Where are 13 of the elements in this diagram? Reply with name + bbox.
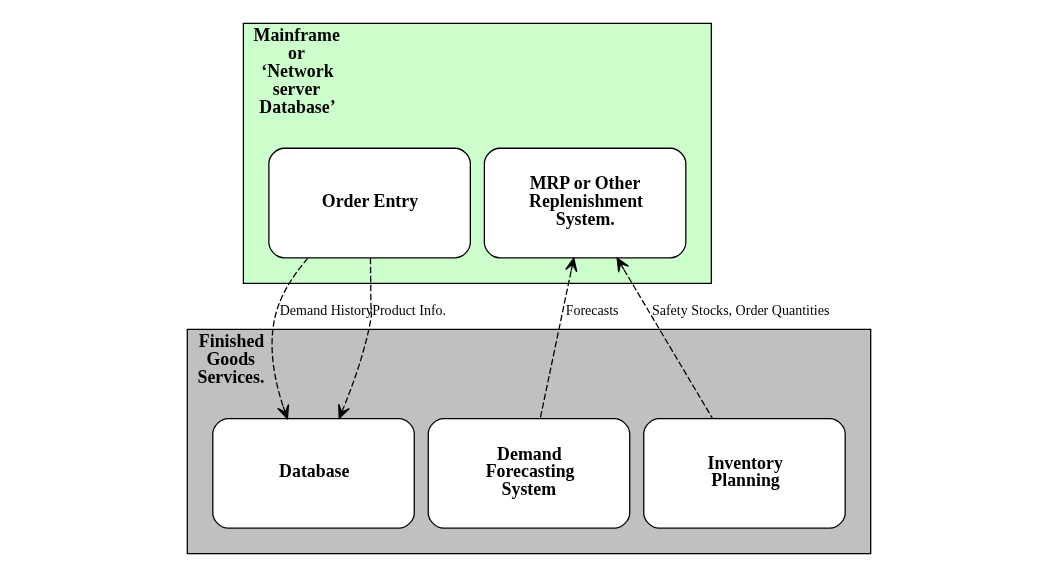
arrow [616,257,714,419]
node-box: MRP or Other Replenishment System. [483,147,687,259]
edge-label: Demand History [279,303,373,319]
edge-label: Safety Stocks, Order Quantities [651,303,830,319]
arrow [539,257,578,419]
node-box: Database [212,417,415,529]
edge-label: Product Info. [372,303,447,319]
arrow [338,257,373,419]
arrow [271,257,309,420]
node-box: Demand Forecasting System [427,417,631,529]
edge-label: Forecasts [565,303,619,319]
node-box: Order Entry [268,147,471,259]
node-box: Inventory Planning [643,417,846,529]
